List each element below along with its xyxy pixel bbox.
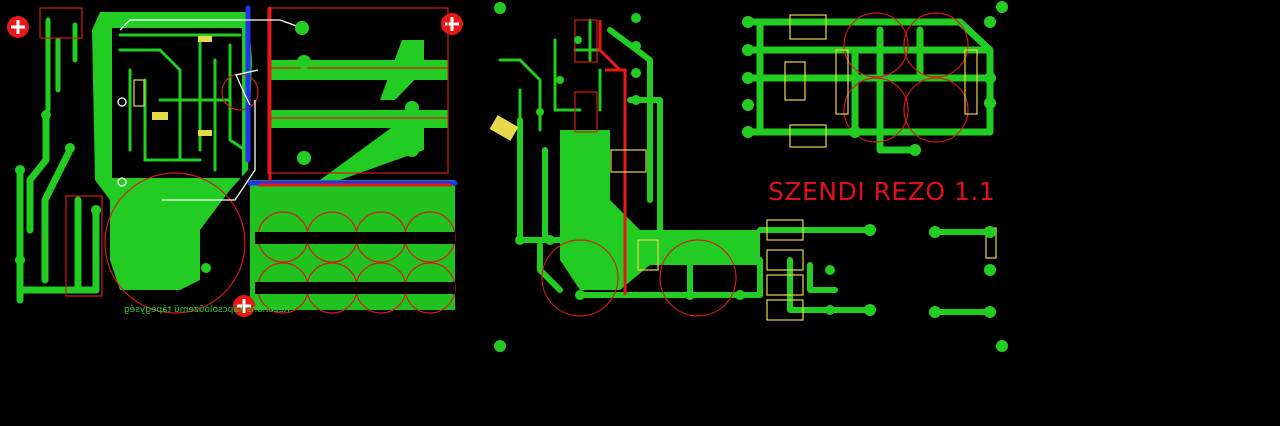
jumper-wires	[119, 19, 303, 201]
copper-pour-middle	[560, 130, 760, 290]
top-layer-trace	[245, 5, 458, 186]
top-layer-red	[258, 6, 452, 187]
middle-board	[489, 1, 1008, 352]
traces-left-column	[16, 116, 100, 304]
traces-left-top	[45, 17, 78, 113]
red-jumper	[605, 68, 627, 295]
traces-ic-signal	[118, 33, 247, 172]
pads-left	[15, 21, 419, 273]
traces-right	[744, 18, 994, 154]
board-title: SZENDI REZO 1.1	[768, 177, 995, 206]
capacitor-bank	[255, 211, 456, 314]
copper-diag-2	[320, 120, 424, 180]
bridge-outline	[104, 172, 246, 314]
traces-middle-right	[757, 227, 873, 313]
mounting-hole-icon	[7, 16, 29, 38]
traces-right-lower	[932, 229, 993, 315]
traces-middle-signal	[498, 18, 602, 132]
mirrored-board-label: Rezonans kapcsoloüzemü tápegység	[124, 304, 290, 315]
mounting-hole-icon	[441, 13, 463, 35]
pads-middle	[494, 1, 1008, 352]
mounting-hole-icon	[233, 295, 255, 317]
transformer-outline	[267, 7, 449, 174]
pads-right	[742, 16, 996, 318]
right-board: SZENDI REZO 1.1	[742, 12, 997, 318]
left-board: Rezonans kapcsoloüzemü tápegység	[7, 5, 463, 317]
